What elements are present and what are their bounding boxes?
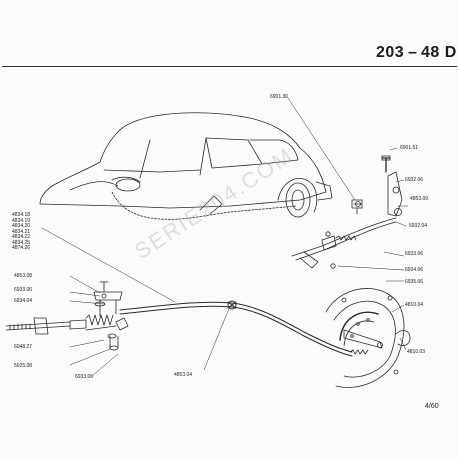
cable-ref: 4834.22 — [12, 234, 31, 240]
leader-lines — [41, 97, 409, 377]
callout-6933-06-bottom: 6933.06 — [75, 374, 94, 380]
callout-4810-04: 4810.04 — [405, 302, 424, 308]
adjuster-rod-assembly — [5, 281, 129, 351]
cable-ref: 4874.26 — [12, 245, 31, 251]
car-body-illustration — [39, 112, 333, 220]
callout-4853-04: 4853.04 — [174, 372, 193, 378]
cable-ref: 4834.19 — [12, 217, 31, 224]
callout-4853-09: 4853.09 — [410, 196, 429, 202]
callout-6901-51: 6901.51 — [400, 145, 419, 151]
callout-6932-04: 6932.04 — [409, 223, 428, 229]
callout-6933-06-right: 6933.06 — [405, 251, 424, 257]
cable-reference-list: 4834.18 4834.19 4834.20 4834.21 4834.22 … — [12, 212, 31, 252]
callout-6934-06-right: 6934.06 — [405, 267, 424, 273]
header-dash: – — [408, 44, 418, 61]
cable-ref: 4834.21 — [12, 228, 31, 235]
callout-6935-06-right: 6935.06 — [405, 279, 424, 285]
callout-6934-04: 6934.04 — [14, 298, 33, 304]
header-rule — [2, 66, 457, 67]
callout-4853-08: 4853.08 — [14, 273, 33, 279]
cable-ref: 4834.25 — [12, 239, 31, 246]
callout-6901-30: 6901.30 — [270, 94, 289, 100]
section-number: 48 D — [421, 44, 457, 61]
model-number: 203 — [376, 44, 405, 61]
callout-6048-27: 6048.27 — [14, 344, 33, 350]
cable-ref: 4834.20 — [12, 223, 31, 229]
callout-5025-08: 5025.08 — [14, 363, 33, 369]
callout-6933-06-left: 6933.06 — [14, 287, 33, 293]
callout-6932-06: 6932.06 — [405, 177, 424, 183]
page-number: 4/60 — [425, 403, 439, 410]
rear-lever-assembly — [291, 155, 403, 269]
brake-backing-plate — [325, 288, 411, 388]
cable-ref: 4834.18 — [12, 212, 31, 218]
bolt-6901-30 — [351, 199, 363, 215]
main-cable — [119, 300, 353, 357]
callout-4810-03: 4810.03 — [407, 349, 426, 355]
